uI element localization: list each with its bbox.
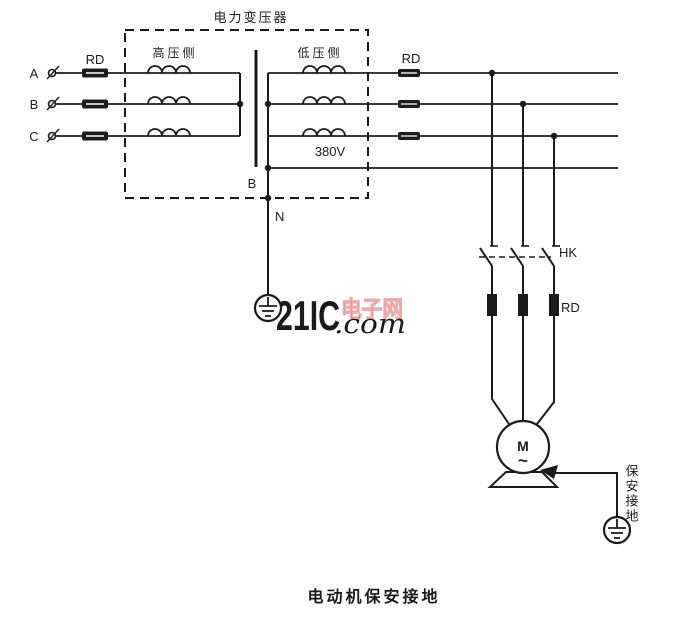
neutral-earth [253, 198, 283, 323]
motor-fuse-c [549, 294, 559, 316]
switch-blade-c [541, 247, 555, 267]
watermark: 21IC 电子网 .com [276, 292, 406, 340]
motor-fuse-a [487, 294, 497, 316]
transformer-windings [147, 50, 346, 198]
feeder-c-lower [536, 316, 555, 425]
lv-side-label: 低压侧 [297, 46, 342, 60]
hv-winding-b [147, 96, 191, 105]
terminal-c-slash [46, 128, 60, 143]
motor-body [495, 419, 551, 475]
transformer-dashed-box [124, 29, 369, 199]
phase-labels: A B C [29, 66, 38, 144]
watermark-domain-text: .com [334, 309, 406, 340]
terminal-b-slash [46, 96, 60, 111]
lv-winding-b [302, 96, 346, 105]
hv-winding-a [147, 65, 191, 74]
switch-blade-a [479, 247, 493, 267]
phase-terminals [46, 65, 60, 143]
switch-label: HK [559, 245, 577, 260]
phase-a-label: A [30, 66, 39, 81]
protective-earth-circle [602, 515, 632, 545]
watermark-site-text: 电子网 [341, 296, 403, 322]
phase-c-label: C [29, 129, 38, 144]
fuse-motor-label: RD [561, 300, 580, 315]
switch-blade-b [510, 247, 524, 267]
protective-ground-label: 保安接地 [624, 464, 639, 524]
neutral-earth-circle [253, 293, 283, 323]
transformer-texts: 高压侧 低压侧 380V B N [152, 45, 345, 224]
motor-wave-symbol: ~ [518, 451, 528, 470]
secondary-fuses: RD [398, 51, 420, 140]
diagram-caption: 电动机保安接地 [307, 587, 440, 606]
transformer-enclosure: 电力变压器 [124, 10, 369, 199]
voltage-label: 380V [315, 144, 346, 159]
earth-conductor [548, 472, 618, 517]
neutral-label: N [275, 209, 284, 224]
star-point-label: B [248, 176, 257, 191]
protective-earth-electrode [602, 515, 632, 545]
earth-arrowhead [540, 465, 558, 479]
hv-winding-c [147, 128, 191, 137]
lv-winding-c [302, 128, 346, 137]
protective-earth-run [540, 465, 618, 517]
junction-hv-bus [236, 100, 244, 108]
motor-fuses [487, 294, 559, 316]
junction-lv-bus-n [264, 164, 272, 172]
lv-winding-a [302, 65, 346, 74]
watermark-brand-text: 21IC [276, 292, 340, 339]
primary-fuses: RD [82, 52, 108, 141]
phase-b-label: B [30, 97, 39, 112]
motor-fuse-b [518, 294, 528, 316]
feeder-a-lower [491, 316, 510, 425]
motor: M ~ [487, 419, 560, 488]
motor-feeders [479, 73, 560, 425]
fuse-left-label: RD [86, 52, 105, 67]
terminal-a-slash [46, 65, 60, 80]
motor-letter: M [517, 438, 529, 454]
junction-lv-bus-b [264, 100, 272, 108]
transformer-label: 电力变压器 [213, 10, 288, 25]
hv-side-label: 高压侧 [152, 45, 197, 60]
fuse-right-label: RD [402, 51, 421, 66]
